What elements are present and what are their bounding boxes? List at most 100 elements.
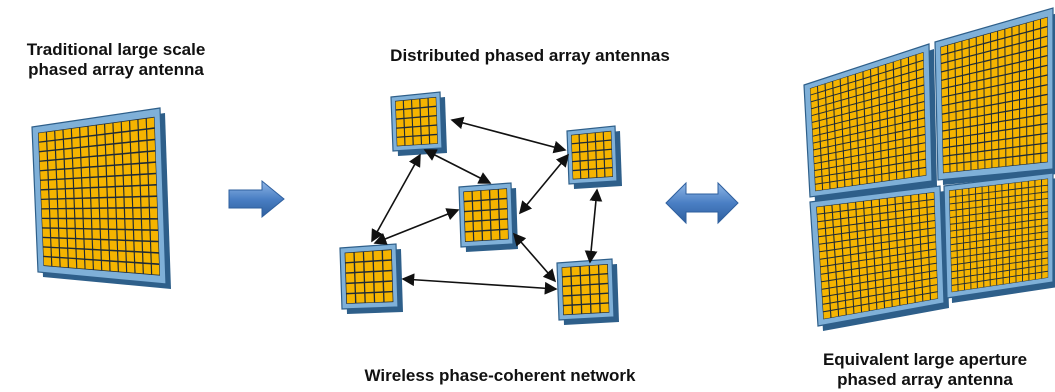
antenna-element (122, 131, 130, 143)
antenna-element (909, 87, 917, 97)
antenna-element (948, 77, 955, 87)
antenna-element (812, 135, 820, 143)
antenna-element (942, 96, 949, 106)
antenna-element (571, 276, 580, 286)
antenna-element (902, 89, 909, 99)
antenna-element (132, 197, 141, 207)
antenna-element (1029, 213, 1035, 221)
antenna-element (1016, 228, 1022, 236)
antenna-element (890, 255, 898, 263)
antenna-element (1009, 229, 1016, 237)
antenna-element (80, 126, 88, 137)
antenna-element (964, 256, 970, 263)
antenna-element (109, 230, 117, 240)
antenna-element (962, 57, 969, 67)
antenna-element (829, 174, 837, 182)
antenna-element (825, 88, 833, 97)
antenna-element (82, 188, 91, 198)
antenna-element (72, 148, 81, 158)
antenna-element (131, 153, 139, 164)
antenna-element (896, 218, 904, 226)
antenna-element (888, 212, 896, 220)
antenna-element (1005, 46, 1012, 56)
antenna-element (894, 75, 901, 85)
antenna-element (874, 167, 882, 175)
antenna-element (916, 52, 924, 62)
antenna-element (587, 133, 595, 142)
antenna-element (149, 208, 158, 219)
antenna-element (995, 198, 1002, 205)
antenna-element (67, 219, 75, 228)
traditional-array-title-line2: phased array antenna (28, 60, 204, 79)
antenna-element (964, 262, 971, 270)
antenna-element (864, 200, 872, 208)
antenna-element (1035, 232, 1042, 240)
antenna-element (899, 290, 907, 298)
antenna-element (874, 151, 881, 160)
antenna-element (591, 294, 600, 304)
antenna-element (865, 222, 873, 230)
antenna-element (969, 214, 976, 222)
antenna-element (957, 250, 964, 257)
antenna-element (413, 127, 421, 136)
antenna-element (888, 125, 895, 134)
antenna-element (146, 117, 155, 129)
network-link (401, 273, 558, 295)
antenna-element (149, 185, 157, 196)
antenna-element (832, 204, 840, 212)
antenna-element (1005, 27, 1012, 38)
antenna-element (1012, 100, 1020, 110)
antenna-element (101, 240, 109, 250)
equivalent-array-title-line2: phased array antenna (837, 370, 1013, 389)
antenna-element (998, 66, 1005, 76)
antenna-element (911, 201, 919, 209)
antenna-element (80, 137, 89, 147)
network-links (371, 116, 603, 295)
antenna-element (1041, 75, 1048, 86)
antenna-element (964, 162, 971, 171)
antenna-element (843, 150, 851, 158)
antenna-element (1042, 245, 1048, 252)
antenna-element (843, 135, 850, 143)
antenna-element (888, 219, 896, 227)
antenna-element (949, 190, 956, 197)
antenna-element (906, 274, 914, 282)
antenna-element (956, 189, 962, 196)
antenna-element (905, 231, 912, 239)
antenna-element (836, 144, 843, 152)
antenna-element (1003, 264, 1009, 271)
antenna-element (849, 104, 857, 113)
antenna-element (42, 238, 51, 247)
antenna-element (1009, 269, 1016, 277)
antenna-element (852, 283, 860, 292)
antenna-element (957, 263, 964, 271)
antenna-element (956, 84, 963, 94)
antenna-element (100, 208, 108, 218)
antenna-element (64, 159, 73, 169)
antenna-element (928, 235, 936, 243)
antenna-element (345, 252, 354, 263)
antenna-element (1041, 153, 1048, 163)
antenna-element (474, 231, 482, 241)
antenna-element (580, 266, 589, 275)
antenna-element (835, 137, 843, 145)
antenna-element (1003, 250, 1009, 258)
antenna-element (930, 292, 938, 300)
antenna-element (991, 58, 998, 69)
antenna-element (927, 206, 935, 214)
antenna-element (1034, 58, 1041, 68)
antenna-element (1013, 119, 1020, 129)
antenna-element (904, 170, 911, 179)
antenna-element (976, 234, 983, 241)
antenna-element (41, 190, 49, 199)
antenna-element (404, 118, 412, 127)
antenna-element (887, 197, 895, 205)
antenna-element (963, 229, 970, 236)
antenna-element (921, 243, 928, 251)
antenna-element (818, 236, 826, 244)
antenna-element (950, 163, 957, 172)
antenna-element (822, 288, 829, 297)
antenna-element (830, 181, 837, 189)
traditional-phased-array-panel (31, 107, 171, 289)
